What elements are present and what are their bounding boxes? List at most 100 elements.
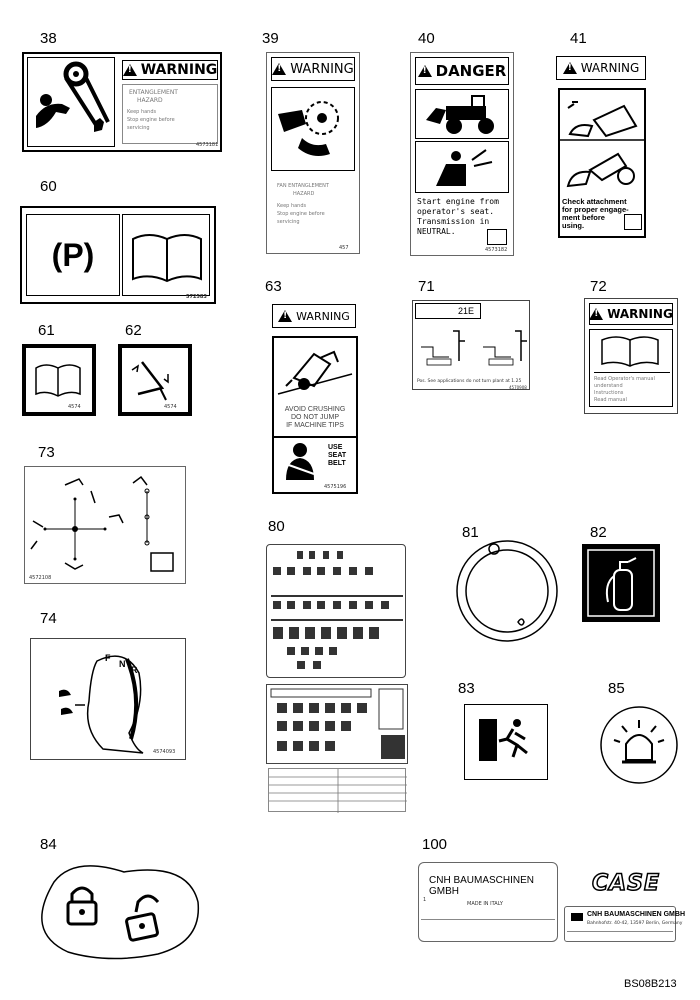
- warning-header-63: WARNING: [272, 304, 356, 328]
- warning-triangle-icon: [562, 62, 577, 74]
- divider: [421, 919, 555, 920]
- decal-100-nameplate: CNH BAUMASCHINEN GMBH 1 MADE IN ITALY: [418, 862, 558, 942]
- item-number-80: 80: [268, 518, 285, 535]
- belt-hand-icon: [36, 61, 110, 132]
- legend-rows-icon: [269, 769, 407, 813]
- divider: [567, 931, 673, 932]
- manual-pictogram: [122, 214, 210, 296]
- loader-pictogram: [415, 89, 509, 139]
- belt-line: SEAT: [328, 452, 347, 459]
- company-address: Bahnhofstr. 40-42, 13597 Berlin, Germany: [587, 921, 683, 926]
- manual-book-icon: [487, 229, 507, 245]
- fuse-lower-panel: [266, 684, 408, 764]
- case-brand-logo: CASE: [584, 866, 668, 900]
- reverse-label: R: [131, 665, 138, 675]
- warning-line: HAZARD: [293, 191, 315, 197]
- item-number-63: 63: [265, 278, 282, 295]
- relay-symbols-icon: [270, 688, 405, 759]
- fan-blade-icon: [278, 101, 339, 156]
- attachment-text: Check attachment for proper engage- ment…: [562, 198, 629, 230]
- warning-header-39: WARNING: [271, 57, 355, 81]
- warning-signal-word: WARNING: [290, 61, 354, 77]
- lift-diagram-icon: [421, 330, 527, 366]
- warning-triangle-icon: [590, 308, 604, 320]
- decal-60-parking-brake: (P) 572583: [20, 206, 216, 304]
- item-number-73: 73: [38, 444, 55, 461]
- parking-brake-symbol: (P): [51, 236, 95, 273]
- entanglement-pictogram: [27, 57, 115, 147]
- manual-book-icon: [624, 214, 642, 230]
- item-number-85: 85: [608, 680, 625, 697]
- warning-line: AVOID CRUSHING: [284, 406, 346, 413]
- warning-signal-word: WARNING: [580, 61, 640, 75]
- warning-line: Keep hands: [277, 203, 307, 209]
- item-number-71: 71: [418, 278, 435, 295]
- decal-38-entanglement: WARNING ENTANGLEMENT HAZARD Keep hands S…: [22, 52, 222, 152]
- fnr-lever-icon: [59, 655, 144, 754]
- figure-code: BS08B213: [624, 978, 677, 990]
- decal-81-ring: [456, 540, 558, 642]
- part-code: 4572108: [29, 575, 52, 581]
- part-code: 4570908: [509, 385, 527, 390]
- decal-100-small-plate: CNH BAUMASCHINEN GMBH Bahnhofstr. 40-42,…: [564, 906, 685, 942]
- company-name-small: CNH BAUMASCHINEN GMBH: [587, 911, 685, 918]
- warning-signal-word: WARNING: [607, 307, 673, 321]
- open-book-icon: [132, 234, 202, 283]
- decal-84-lock-unlock: [41, 865, 200, 960]
- machine-tip-icon: [277, 350, 353, 395]
- crush-pictogram: [415, 141, 509, 193]
- item-number-100: 100: [422, 836, 448, 853]
- item-number-84: 84: [40, 836, 57, 853]
- fuse-legend-table: [268, 768, 407, 813]
- plate-logo-block: [571, 913, 583, 921]
- decal-71-lift-chart: 21E Pos. See applications do not turn pl…: [412, 300, 530, 390]
- item-number-62: 62: [125, 322, 142, 339]
- decal-80-fuse-chart: [266, 544, 408, 814]
- made-in-label: MADE IN ITALY: [467, 901, 503, 907]
- warning-line: Stop engine before: [127, 117, 175, 123]
- forward-label: F: [105, 653, 111, 663]
- fire-extinguisher-icon: [587, 549, 655, 617]
- warning-line: DO NOT JUMP: [290, 414, 340, 421]
- lift-footnote: Pos. See applications do not turn plant …: [417, 379, 522, 384]
- warning-line: Check attachment: [562, 197, 627, 206]
- attachment-panel: Check attachment for proper engage- ment…: [558, 88, 646, 238]
- part-code: 4574093: [153, 749, 176, 755]
- danger-triangle-icon: [417, 65, 432, 77]
- warning-line: understand: [594, 383, 623, 389]
- attachment-coupler-icon: [560, 101, 644, 188]
- part-code: 4575196: [324, 484, 347, 490]
- danger-line: operator's seat.: [417, 207, 495, 216]
- exit-runner-icon: [479, 719, 528, 761]
- manual-panel: Read Operator's manual understand Instru…: [589, 329, 673, 407]
- danger-text: Start engine from operator's seat. Trans…: [417, 197, 499, 237]
- wheel-loader-icon: [426, 95, 494, 134]
- joystick-pattern-icon: [30, 475, 174, 572]
- warning-signal-word: WARNING: [140, 62, 218, 78]
- item-number-83: 83: [458, 680, 475, 697]
- part-code: 4574: [164, 404, 177, 410]
- rollover-panel: AVOID CRUSHING DO NOT JUMP IF MACHINE TI…: [272, 336, 358, 494]
- belt-line: BELT: [328, 460, 346, 467]
- danger-line: Transmission in: [417, 217, 490, 226]
- model-label: 21E: [415, 303, 481, 319]
- fuse-upper-panel: [266, 544, 406, 678]
- item-number-60: 60: [40, 178, 57, 195]
- part-code: 4573181: [196, 142, 219, 148]
- lock-closed-icon: [66, 886, 98, 926]
- decal-83-emergency-exit: [464, 704, 548, 780]
- decal-73-control-pattern: 4572108: [24, 466, 186, 584]
- decal-61-manual: 4574: [22, 344, 96, 416]
- person-crush-icon: [436, 149, 493, 186]
- part-code: 572583: [186, 294, 207, 300]
- warning-line: for proper engage-: [562, 205, 629, 214]
- seat-belt-person-icon: [285, 443, 315, 480]
- warning-line: Read Operator's manual: [594, 376, 655, 382]
- warning-signal-word: WARNING: [296, 309, 350, 323]
- warning-line: ment before: [562, 213, 605, 222]
- fuse-symbols-icon: [271, 551, 403, 669]
- decal-85-beacon: [600, 706, 678, 784]
- decal-62-boom: 4574: [118, 344, 192, 416]
- item-number-81: 81: [462, 524, 479, 541]
- belt-line: USE: [328, 444, 343, 451]
